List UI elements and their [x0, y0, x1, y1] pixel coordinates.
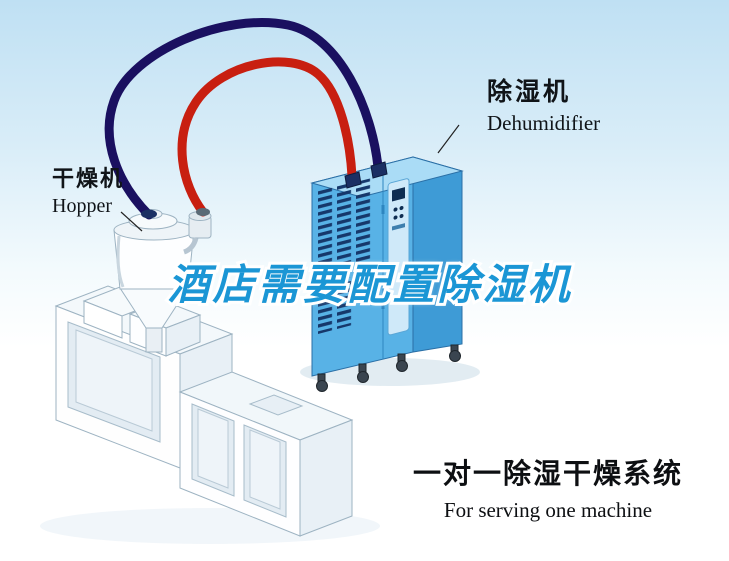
caster-wheel [316, 380, 328, 392]
hopper-pointer-line [120, 211, 143, 232]
caption-title: 一对一除湿干燥系统 [412, 458, 683, 489]
cabinet-fitting-left [344, 171, 362, 189]
extruder-wedge-front [83, 300, 123, 339]
cabinet-control-panel [387, 178, 410, 336]
control-panel-button [393, 215, 398, 220]
hopper-shade [116, 235, 125, 288]
control-panel-button [393, 207, 398, 212]
dehumidifier-cabinet-illustration [310, 156, 464, 392]
hopper-label-en: Hopper [52, 195, 112, 217]
cabinet-vent-grille-lower [318, 276, 356, 334]
hopper-label-zh: 干燥机 [52, 166, 125, 191]
caption-subtitle: For serving one machine [443, 498, 653, 522]
caster-wheel [449, 350, 461, 362]
dehumidifier-label-zh: 除湿机 [487, 78, 572, 106]
caster-wheel [357, 371, 369, 383]
extruder-barrel-side [299, 419, 353, 537]
cabinet-vent-grille-upper [318, 180, 356, 270]
cabinet-vent-grille-column [356, 178, 372, 302]
pipe-supply-red [177, 57, 357, 217]
control-panel-button [399, 205, 404, 211]
loader-hose-fitting [196, 208, 210, 216]
hopper-label: 干燥机 Hopper [52, 161, 124, 218]
hopper-neck [145, 325, 163, 353]
hopper-loader-tube [183, 237, 199, 255]
control-panel-display [392, 187, 405, 202]
cabinet-hinge-bottom [381, 300, 385, 309]
extruder-panel-1-inner [197, 408, 229, 489]
extruder-top-hatch [248, 394, 304, 416]
control-panel-switch [392, 223, 405, 231]
control-panel-plate [387, 178, 410, 336]
caster-stem [358, 363, 367, 373]
cabinet-hinge-top [381, 205, 385, 214]
control-panel-button [399, 213, 404, 219]
extruder-pedestal-panel-inner [75, 329, 153, 432]
dehumidifier-pointer-line [437, 124, 460, 154]
cabinet-fitting-right [370, 161, 388, 179]
hopper-dryer-illustration [113, 209, 212, 353]
hopper-hose-fitting [141, 209, 157, 219]
pipe-return-navy [104, 18, 383, 220]
dehumidifier-label: 除湿机 Dehumidifier [487, 72, 600, 136]
headline-text: 酒店需要配置除湿机 [164, 258, 573, 311]
dehumidifier-label-en: Dehumidifier [487, 111, 601, 135]
extruder-panel-2-inner [249, 429, 281, 510]
cabinet-casters [316, 344, 461, 392]
caption-block: 一对一除湿干燥系统 For serving one machine [394, 452, 702, 523]
extruder-machine-illustration [54, 285, 354, 537]
caster-wheel [396, 360, 408, 372]
